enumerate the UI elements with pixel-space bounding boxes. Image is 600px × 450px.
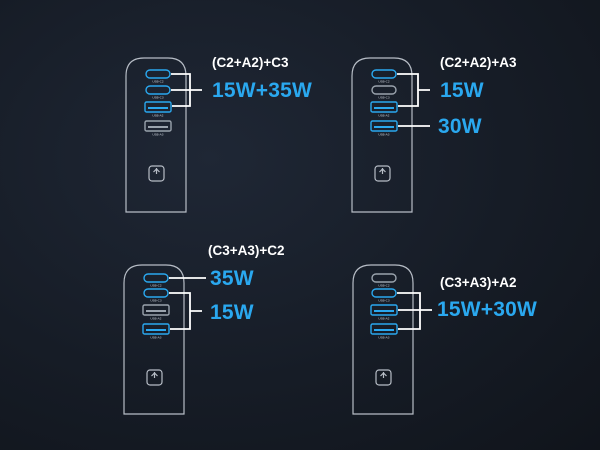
power-plug-symbol <box>148 165 165 182</box>
usb-c-port <box>371 273 397 283</box>
combo-label-3: (C3+A3)+C2 <box>208 243 285 258</box>
usb-a-port <box>144 101 172 113</box>
svg-text:USB-A3: USB-A3 <box>378 133 389 137</box>
output-watt-3a: 35W <box>210 267 254 290</box>
svg-text:USB-A2: USB-A2 <box>378 317 389 321</box>
bracket-connector <box>169 292 202 330</box>
ports-panel-3: USB-C2 USB-C3 USB-A2 USB-A3 <box>142 273 170 386</box>
ports-panel-1: USB-C2 USB-C3 USB-A2 USB-A3 <box>144 69 172 182</box>
usb-c-port <box>145 69 171 79</box>
svg-text:USB-A2: USB-A2 <box>150 317 161 321</box>
svg-text:USB-C3: USB-C3 <box>152 96 163 100</box>
ports-panel-4: USB-C2 USB-C3 USB-A2 USB-A3 <box>370 273 398 386</box>
power-plug-symbol <box>146 369 163 386</box>
svg-text:USB-C3: USB-C3 <box>150 299 161 303</box>
svg-text:USB-C2: USB-C2 <box>378 80 389 84</box>
output-watt-2b: 30W <box>438 115 482 138</box>
ports-panel-2: USB-C2 USB-C3 USB-A2 USB-A3 <box>370 69 398 182</box>
charger-outline-1 <box>125 57 187 213</box>
svg-text:USB-A2: USB-A2 <box>378 114 389 118</box>
output-watt-1: 15W+35W <box>212 79 313 102</box>
usb-c-port <box>143 273 169 283</box>
usb-a-port <box>370 323 398 335</box>
svg-text:USB-C3: USB-C3 <box>378 96 389 100</box>
combo-label-1: (C2+A2)+C3 <box>212 55 289 70</box>
bracket-connector <box>397 73 430 107</box>
svg-text:USB-C2: USB-C2 <box>152 80 163 84</box>
usb-c-port <box>371 85 397 95</box>
bracket-connector <box>171 73 202 107</box>
bracket-connector <box>397 292 432 330</box>
usb-a-port <box>142 304 170 316</box>
output-watt-4: 15W+30W <box>437 298 538 321</box>
combo-label-4: (C3+A3)+A2 <box>440 275 517 290</box>
power-plug-symbol <box>375 369 392 386</box>
svg-text:USB-A3: USB-A3 <box>378 336 389 340</box>
usb-a-port <box>144 120 172 132</box>
usb-c-port <box>143 288 169 298</box>
svg-text:USB-C3: USB-C3 <box>378 299 389 303</box>
usb-a-port <box>370 304 398 316</box>
svg-text:USB-C2: USB-C2 <box>378 284 389 288</box>
output-watt-2a: 15W <box>440 79 484 102</box>
output-watt-3b: 15W <box>210 301 254 324</box>
usb-a-port <box>142 323 170 335</box>
svg-text:USB-A2: USB-A2 <box>152 114 163 118</box>
svg-text:USB-C2: USB-C2 <box>150 284 161 288</box>
svg-text:USB-A3: USB-A3 <box>150 336 161 340</box>
usb-a-port <box>370 120 398 132</box>
charger-outline-4 <box>352 264 414 415</box>
svg-text:USB-A3: USB-A3 <box>152 133 163 137</box>
charger-outline-2 <box>351 57 413 213</box>
usb-c-port <box>371 288 397 298</box>
usb-c-port <box>145 85 171 95</box>
charger-outline-3 <box>123 264 185 415</box>
power-plug-symbol <box>374 165 391 182</box>
combo-label-2: (C2+A2)+A3 <box>440 55 517 70</box>
usb-a-port <box>370 101 398 113</box>
usb-c-port <box>371 69 397 79</box>
